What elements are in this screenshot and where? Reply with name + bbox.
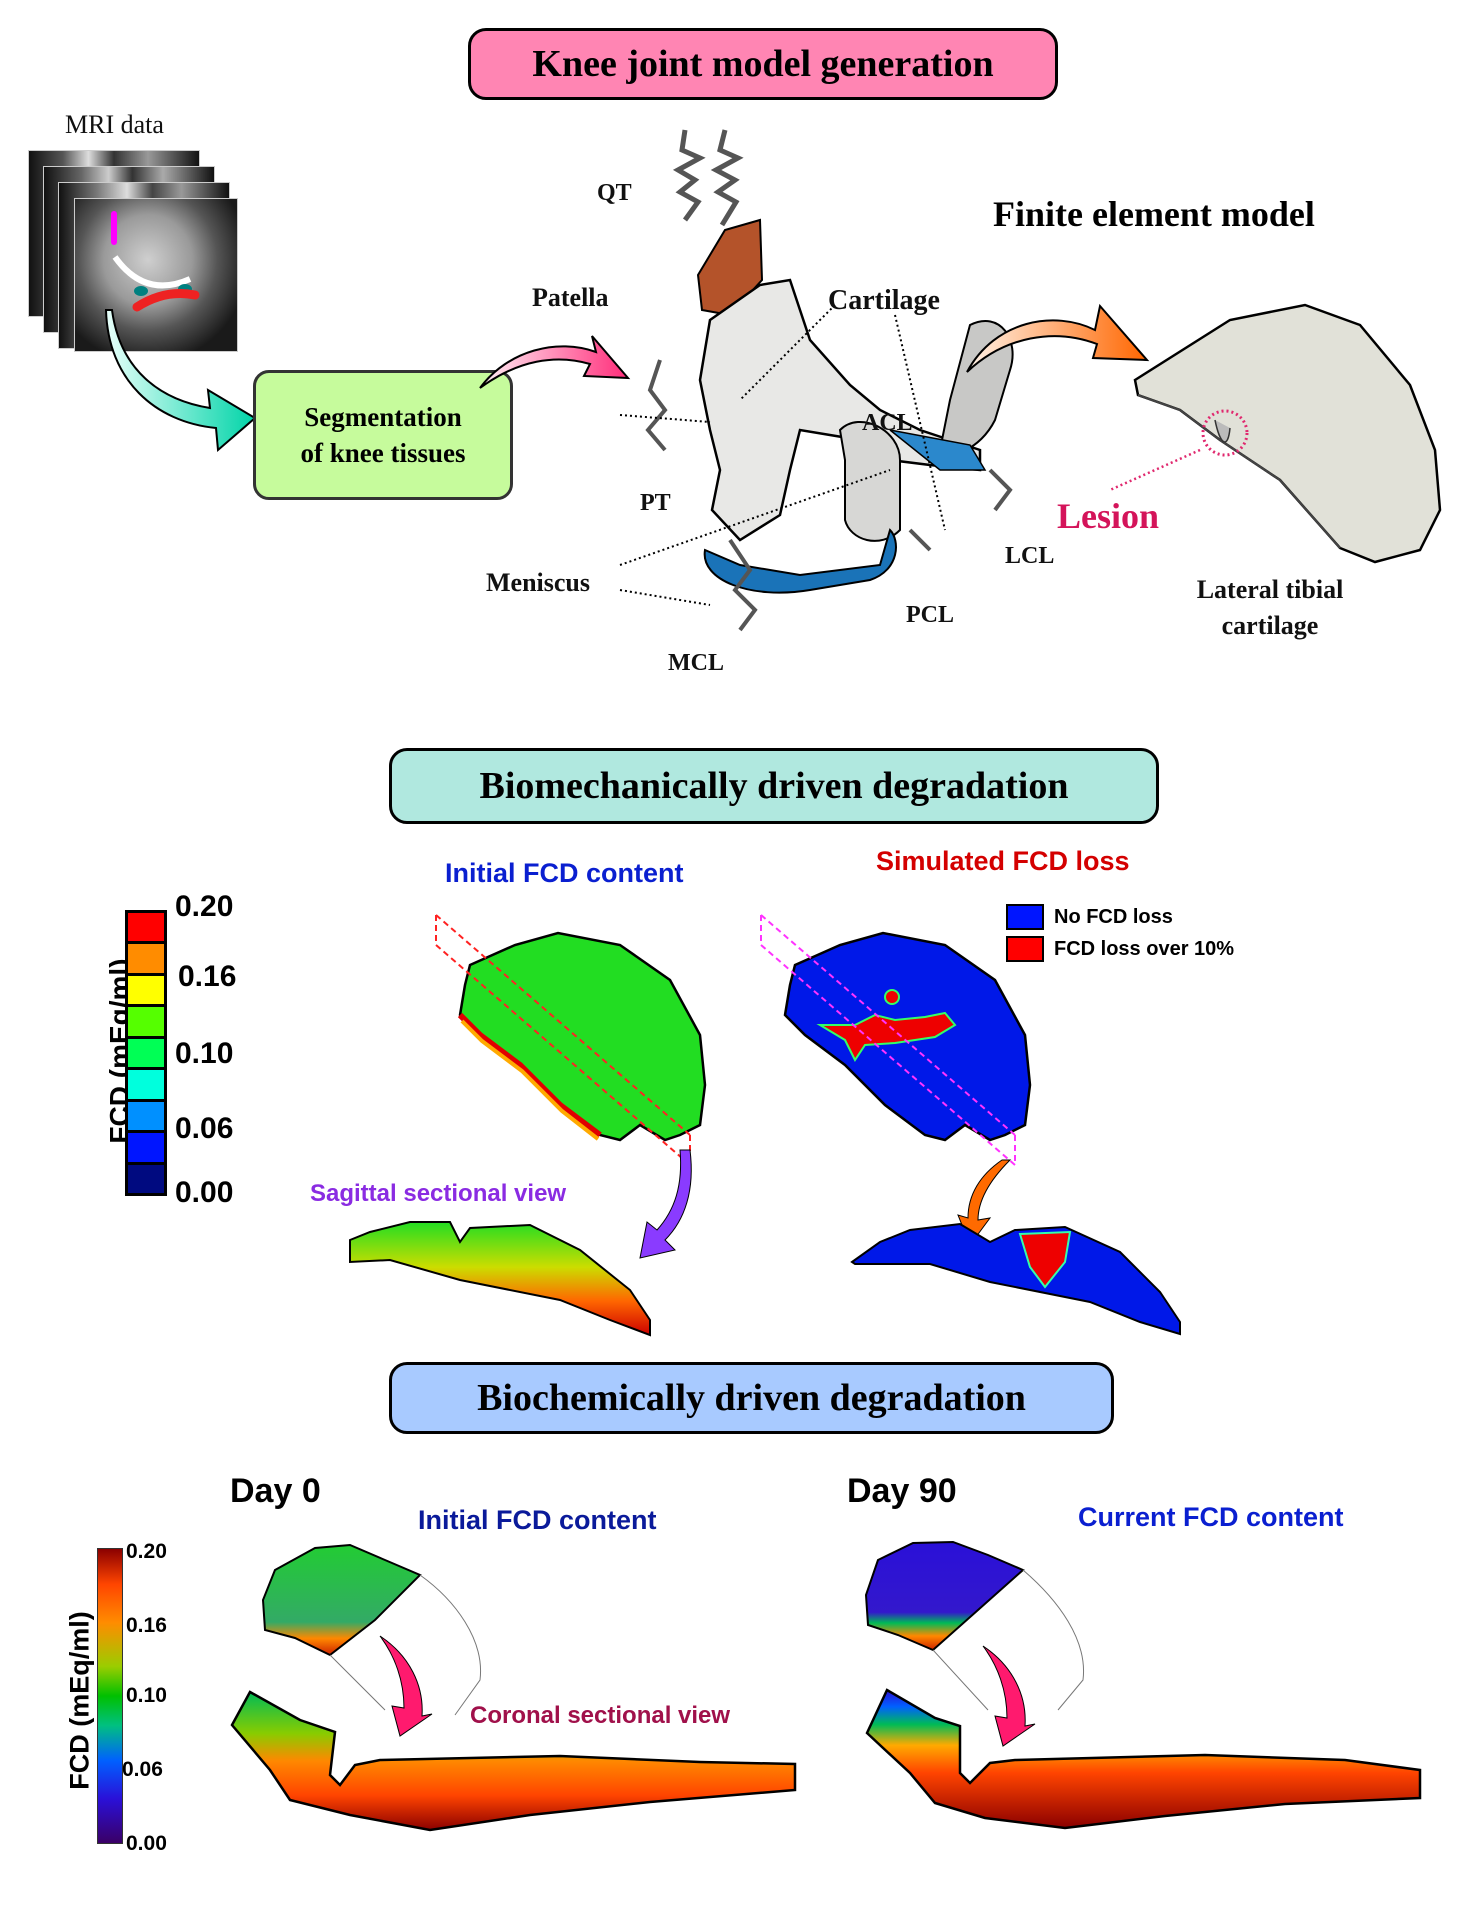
label-acl: ACL <box>862 410 913 436</box>
biomech-tick-0.10: 0.10 <box>175 1037 234 1070</box>
colorbar-band <box>128 1098 164 1131</box>
colorbar-band <box>128 1067 164 1099</box>
tibial-cartilage-segmentation <box>132 289 200 312</box>
sagittal-label: Sagittal sectional view <box>310 1180 567 1207</box>
meniscus-shape <box>703 528 897 594</box>
initial-fcd-title: Initial FCD content <box>445 858 684 888</box>
segmentation-box: Segmentation of knee tissues <box>253 370 513 500</box>
label-lcl: LCL <box>1005 543 1055 569</box>
knee-to-tibial-arrow <box>966 303 1150 373</box>
biomechanical-title: Biomechanically driven degradation <box>479 765 1069 807</box>
biochem-tick-0.10: 0.10 <box>126 1684 167 1707</box>
biomech-colorbar: FCD (mEq/ml) 0.20 0.16 0.10 0.06 0.00 <box>90 890 290 1210</box>
qt-ligament-spring <box>672 129 706 222</box>
biochem-colorbar: FCD (mEq/ml) 0.20 0.16 0.10 0.06 0.00 <box>60 1540 240 1870</box>
condyle-shape <box>838 420 901 542</box>
day0-tibial-block <box>261 1543 482 1716</box>
biochem-tick-0.16: 0.16 <box>126 1614 167 1637</box>
label-mcl: MCL <box>668 650 724 676</box>
day90-tibial-block <box>864 1540 1085 1711</box>
legend-fcd-loss-10: FCD loss over 10% <box>1006 936 1234 962</box>
label-pt: PT <box>640 490 671 516</box>
colorbar-band <box>128 1004 164 1036</box>
colorbar-band <box>128 972 164 1005</box>
lesion-label: Lesion <box>1057 496 1160 536</box>
femoral-cartilage-segmentation <box>112 255 192 289</box>
mri-stack <box>28 150 248 360</box>
label-pcl: PCL <box>906 602 954 628</box>
colorbar-band <box>128 1161 164 1193</box>
tibial-caption-line1: Lateral tibial <box>1196 575 1344 604</box>
colorbar-band <box>128 941 164 973</box>
biochem-colorbar-gradient <box>97 1548 123 1844</box>
colorbar-band <box>128 913 164 942</box>
colorbar-band <box>128 1130 164 1162</box>
label-patella: Patella <box>532 283 609 312</box>
biomech-tick-0.00: 0.00 <box>175 1176 234 1209</box>
simulated-fcd-tibial-model <box>760 914 1032 1168</box>
day0-coronal-arrow <box>379 1635 433 1737</box>
initial-fcd-tibial-model <box>435 914 707 1168</box>
legend-swatch-red <box>1006 936 1044 962</box>
day90-coronal-arrow <box>982 1645 1036 1747</box>
biomech-tick-0.06: 0.06 <box>175 1112 234 1145</box>
legend-swatch-blue <box>1006 904 1044 930</box>
coronal-label: Coronal sectional view <box>470 1702 731 1729</box>
legend-label-no-loss: No FCD loss <box>1054 905 1173 928</box>
label-meniscus: Meniscus <box>486 568 590 597</box>
biomechanical-banner: Biomechanically driven degradation <box>389 748 1159 824</box>
patella-segmentation <box>111 211 117 245</box>
day90-label: Day 90 <box>847 1472 957 1510</box>
mri-to-segmentation-arrow <box>104 309 257 453</box>
day90-coronal-section <box>865 1688 1422 1830</box>
mri-label: MRI data <box>65 110 164 139</box>
biochem-tick-0.00: 0.00 <box>126 1832 167 1855</box>
fcd-loss-legend: No FCD loss FCD loss over 10% <box>1006 904 1234 968</box>
biochemical-title: Biochemically driven degradation <box>477 1377 1026 1419</box>
segmentation-line2: of knee tissues <box>300 438 466 468</box>
biomech-tick-0.20: 0.20 <box>175 890 234 923</box>
day90-subtitle: Current FCD content <box>1078 1502 1344 1532</box>
lateral-tibial-cartilage <box>1109 303 1442 564</box>
fcd-loss-spot <box>884 989 900 1005</box>
meniscus-segmentation-left <box>134 286 148 296</box>
lcl-ligament-spring <box>988 468 1013 512</box>
day0-coronal-section <box>230 1690 797 1832</box>
legend-label-loss-10: FCD loss over 10% <box>1054 937 1235 960</box>
label-qt: QT <box>597 180 632 206</box>
tibial-caption-line2: cartilage <box>1221 611 1319 640</box>
sagittal-arrow <box>639 1149 692 1259</box>
biochemical-banner: Biochemically driven degradation <box>389 1362 1114 1434</box>
sagittal-fcd-loss-region <box>1018 1230 1072 1289</box>
day0-subtitle: Initial FCD content <box>418 1505 657 1535</box>
pcl-ligament-spring <box>908 528 932 552</box>
biomech-tick-0.16: 0.16 <box>178 960 237 993</box>
femoral-cartilage-shape <box>698 278 982 542</box>
lesion-pointer-line <box>1109 448 1201 492</box>
biomech-colorbar-bands <box>125 910 167 1196</box>
knee-model-title: Knee joint model generation <box>532 43 994 85</box>
fe-model-title: Finite element model <box>993 194 1315 234</box>
biochem-colorbar-title: FCD (mEq/ml) <box>64 1611 95 1790</box>
sagittal-section-simulated <box>850 1222 1181 1336</box>
pt-ligament-spring <box>645 359 668 452</box>
knee-3d-model <box>619 129 1014 632</box>
patella-shape <box>696 218 764 317</box>
biochem-tick-0.06: 0.06 <box>122 1758 163 1781</box>
simulated-fcd-title: Simulated FCD loss <box>876 846 1130 876</box>
knee-model-banner: Knee joint model generation <box>468 28 1058 100</box>
mri-slice-image <box>74 198 238 352</box>
segmentation-to-knee-arrow <box>479 335 631 389</box>
day0-label: Day 0 <box>230 1472 321 1510</box>
sagittal-section-initial <box>349 1221 651 1337</box>
mcl-ligament-spring <box>728 538 758 632</box>
biochem-tick-0.20: 0.20 <box>126 1540 167 1563</box>
tibial-caption: Lateral tibial cartilage <box>1170 572 1370 644</box>
legend-no-fcd-loss: No FCD loss <box>1006 904 1234 930</box>
colorbar-band <box>128 1035 164 1068</box>
segmentation-line1: Segmentation <box>304 402 462 432</box>
label-cartilage: Cartilage <box>828 285 940 316</box>
lesion-marker-circle <box>1201 409 1249 457</box>
